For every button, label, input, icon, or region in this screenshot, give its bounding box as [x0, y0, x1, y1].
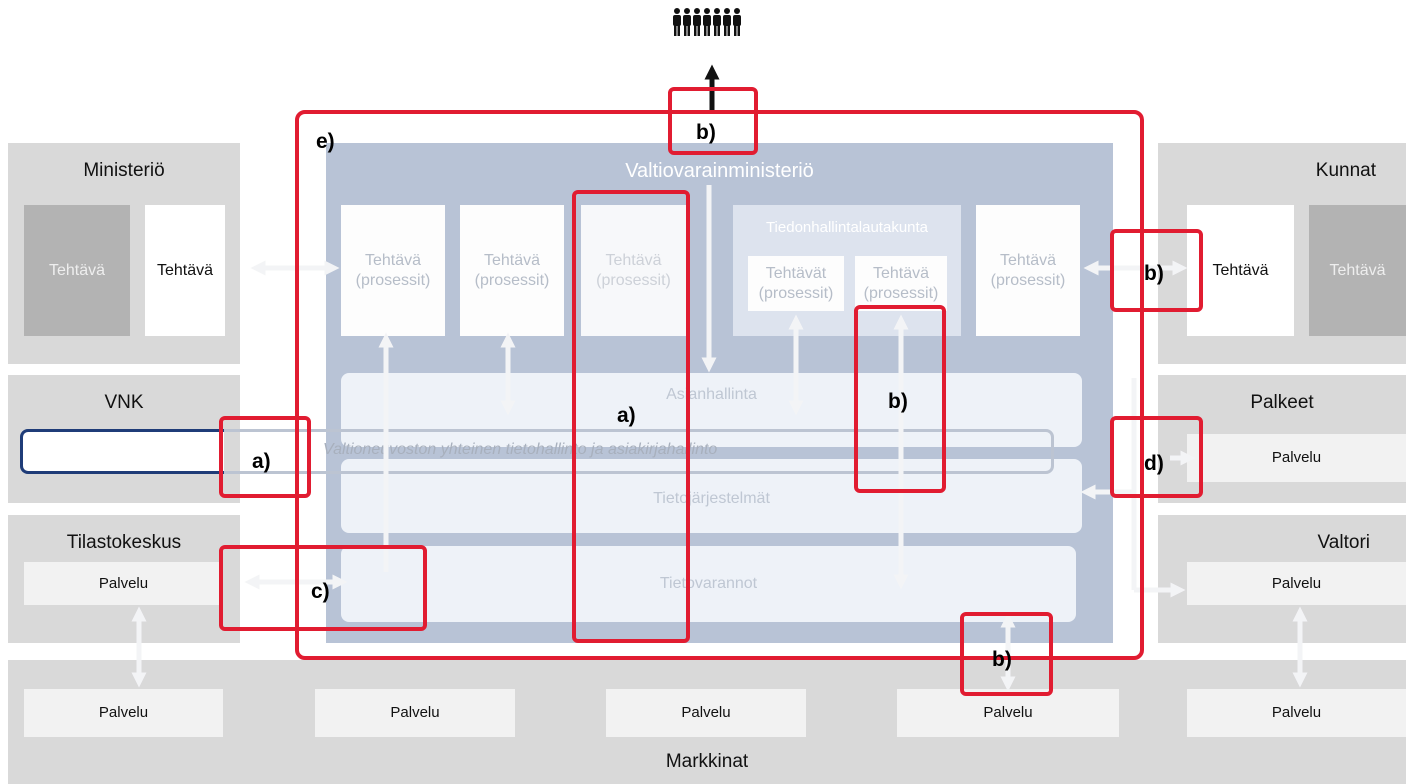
valtori-service: Palvelu: [1187, 562, 1406, 605]
frame-a-middle: [572, 190, 690, 643]
vm-task-1: Tehtävä (prosessit): [341, 205, 445, 336]
palkeet-service: Palvelu: [1187, 434, 1406, 482]
board-task-2: Tehtävä (prosessit): [855, 256, 947, 311]
board-title: Tiedonhallintalautakunta: [765, 219, 929, 236]
task-label: Tehtävä: [872, 264, 930, 282]
tilastokeskus-title: Tilastokeskus: [66, 532, 182, 553]
task-sublabel: (prosessit): [863, 284, 939, 302]
task-label: Tehtävät: [765, 264, 827, 282]
task-label: Tehtävä: [364, 251, 422, 269]
frame-d: [1110, 416, 1203, 498]
market-service: Palvelu: [606, 689, 806, 737]
tilastokeskus-service: Palvelu: [24, 562, 223, 605]
markkinat-title: Markkinat: [665, 751, 749, 772]
task-label: Tehtävä: [999, 251, 1057, 269]
task-sublabel: (prosessit): [758, 284, 834, 302]
label-b-middle: b): [888, 390, 908, 413]
ministerio-task-grey: Tehtävä: [24, 205, 130, 336]
market-service: Palvelu: [1187, 689, 1406, 737]
task-sublabel: (prosessit): [355, 271, 431, 289]
market-service: Palvelu: [315, 689, 515, 737]
label-e: e): [316, 130, 335, 153]
vm-title: Valtiovarainministeriö: [625, 160, 814, 182]
frame-b-bottom: [960, 612, 1053, 696]
frame-b-top: [668, 87, 758, 155]
label-a-middle: a): [617, 404, 636, 427]
frame-b-middle: [854, 305, 946, 493]
tietovarannot-band: Tietovarannot: [341, 546, 1076, 622]
kunnat-title: Kunnat: [1315, 160, 1376, 181]
group-of-people-icon: [673, 8, 741, 36]
market-service: Palvelu: [897, 689, 1119, 737]
label-b-top: b): [696, 121, 716, 144]
vm-task-4: Tehtävä (prosessit): [976, 205, 1080, 336]
kunnat-task-grey: Tehtävä: [1309, 205, 1406, 336]
frame-e: [295, 110, 1144, 660]
asianhallinta-band: Asianhallinta: [341, 373, 1082, 447]
valtori-title: Valtori: [1317, 532, 1370, 553]
ministerio-title: Ministeriö: [83, 160, 165, 181]
task-sublabel: (prosessit): [990, 271, 1066, 289]
ministerio-task: Tehtävä: [145, 205, 225, 336]
vm-task-2: Tehtävä (prosessit): [460, 205, 564, 336]
label-b-bottom: b): [992, 648, 1012, 671]
task-sublabel: (prosessit): [474, 271, 550, 289]
palkeet-title: Palkeet: [1250, 392, 1314, 413]
shared-bar-label: Valtioneuvoston yhteinen tietohallinto j…: [323, 441, 718, 458]
vm-task-3: Tehtävä (prosessit): [581, 205, 686, 336]
kunnat-task: Tehtävä: [1187, 205, 1294, 336]
board-task-1: Tehtävät (prosessit): [748, 256, 844, 311]
frame-b-right: [1110, 229, 1203, 312]
market-service: Palvelu: [24, 689, 223, 737]
label-c: c): [311, 580, 330, 603]
frame-a-left: [219, 416, 311, 498]
vnk-title: VNK: [104, 392, 144, 413]
label-a-left: a): [252, 450, 271, 473]
label-b-right: b): [1144, 262, 1164, 285]
task-label: Tehtävä: [483, 251, 541, 269]
frame-c: [219, 545, 427, 631]
label-d: d): [1144, 452, 1164, 475]
task-sublabel: (prosessit): [596, 271, 671, 289]
vnk-bar-segment: [20, 429, 224, 474]
task-label: Tehtävä: [605, 251, 662, 269]
